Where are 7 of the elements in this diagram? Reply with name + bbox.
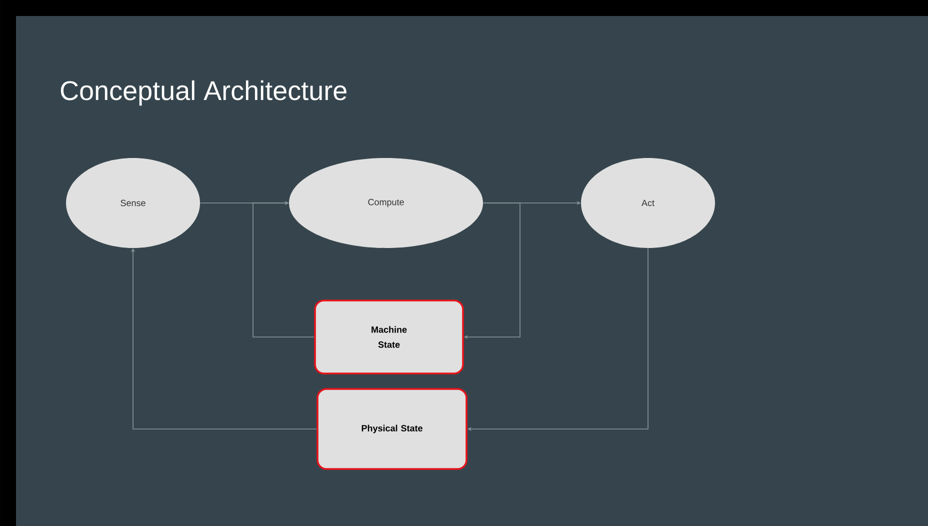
connector-arrow: [252, 200, 314, 338]
slide-title: Conceptual Architecture: [60, 80, 346, 106]
state-box: Machine State: [314, 300, 464, 374]
ellipse-node: Sense: [66, 158, 200, 248]
ellipse-node: Compute: [289, 158, 483, 248]
ellipse-node: Act: [581, 158, 715, 248]
state-box: Physical State: [316, 388, 468, 470]
